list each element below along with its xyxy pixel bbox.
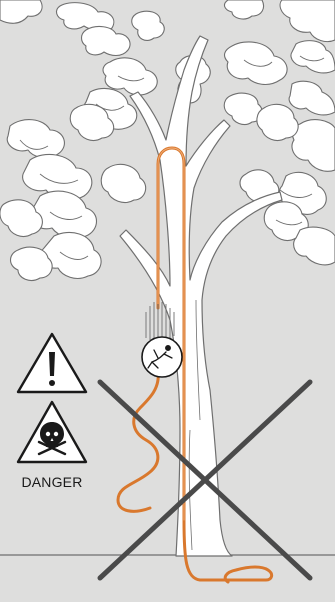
ground-area	[0, 556, 335, 602]
exclamation-triangle-icon	[18, 334, 86, 392]
danger-label: DANGER	[14, 474, 90, 490]
skull-crossbones-icon	[18, 402, 86, 462]
